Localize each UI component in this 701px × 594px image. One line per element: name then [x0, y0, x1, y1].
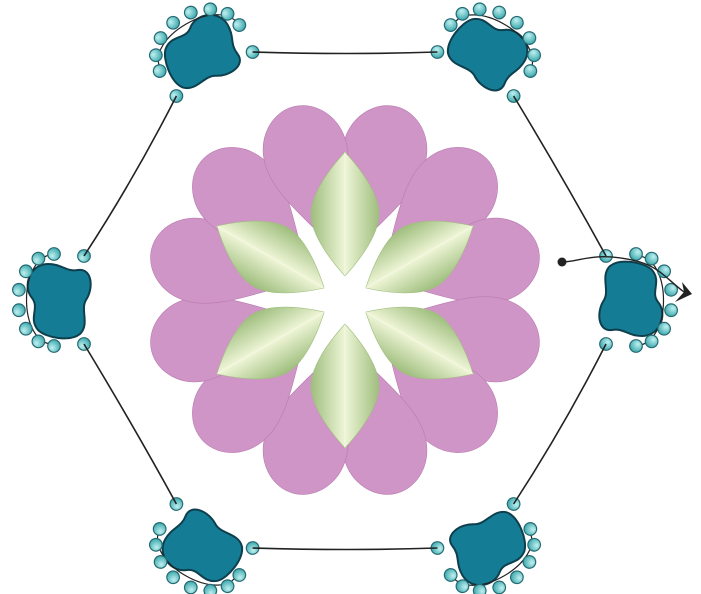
seed-bead	[630, 340, 643, 353]
seed-bead	[48, 248, 61, 261]
corner-cluster	[134, 494, 264, 594]
seed-bead	[13, 284, 26, 297]
teal-bead	[28, 264, 91, 338]
seed-bead	[20, 322, 33, 335]
seed-bead	[665, 304, 678, 317]
corner-cluster	[134, 0, 264, 106]
corner-cluster	[427, 494, 557, 594]
seed-bead	[32, 252, 45, 265]
seed-bead	[658, 322, 671, 335]
seed-bead	[645, 335, 658, 348]
seed-bead	[526, 536, 543, 553]
corner-cluster	[599, 248, 677, 353]
seed-bead	[20, 265, 33, 278]
seed-bead	[13, 304, 26, 317]
seed-bead	[521, 553, 538, 570]
seed-bead	[48, 340, 61, 353]
seed-bead	[147, 47, 164, 64]
thread-path	[84, 52, 606, 550]
seed-bead	[630, 248, 643, 261]
corner-clusters-group	[13, 0, 678, 594]
seed-bead	[151, 520, 168, 537]
seed-bead	[152, 29, 169, 46]
seed-bead	[32, 335, 45, 348]
seed-bead	[522, 62, 539, 79]
teal-bead	[599, 262, 662, 336]
corner-cluster	[13, 248, 91, 353]
thread-path-group	[84, 52, 606, 550]
corner-cluster	[427, 0, 557, 106]
seed-bead	[645, 252, 658, 265]
